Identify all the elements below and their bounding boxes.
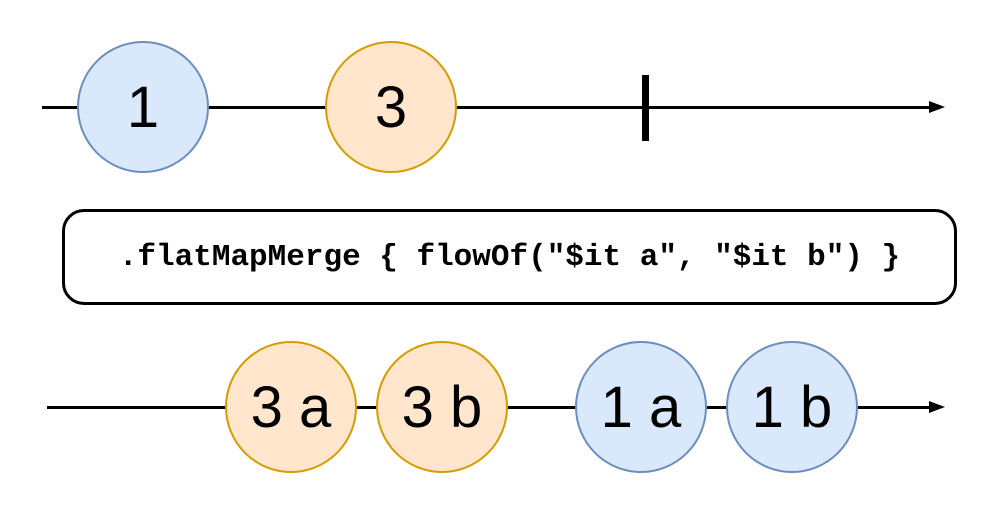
source-marble-1-label: 1 — [126, 74, 160, 140]
result-marble-3b: 3 b — [376, 341, 508, 473]
source-timeline-line — [42, 106, 932, 109]
operator-code-box: .flatMapMerge { flowOf("$it a", "$it b")… — [62, 209, 957, 305]
result-marble-3a-label: 3 a — [250, 374, 332, 440]
result-marble-1a: 1 a — [575, 341, 707, 473]
result-marble-1b-label: 1 b — [751, 374, 833, 440]
source-marble-3-label: 3 — [374, 74, 408, 140]
result-marble-1b: 1 b — [726, 341, 858, 473]
source-marble-3: 3 — [325, 41, 457, 173]
result-marble-1a-label: 1 a — [600, 374, 682, 440]
source-marble-1: 1 — [77, 41, 209, 173]
result-marble-3b-label: 3 b — [401, 374, 483, 440]
result-timeline-arrowhead-icon — [929, 401, 945, 413]
operator-code-text: .flatMapMerge { flowOf("$it a", "$it b")… — [118, 239, 901, 275]
source-completion-marker — [642, 75, 649, 141]
source-timeline-arrowhead-icon — [929, 101, 945, 113]
result-marble-3a: 3 a — [225, 341, 357, 473]
